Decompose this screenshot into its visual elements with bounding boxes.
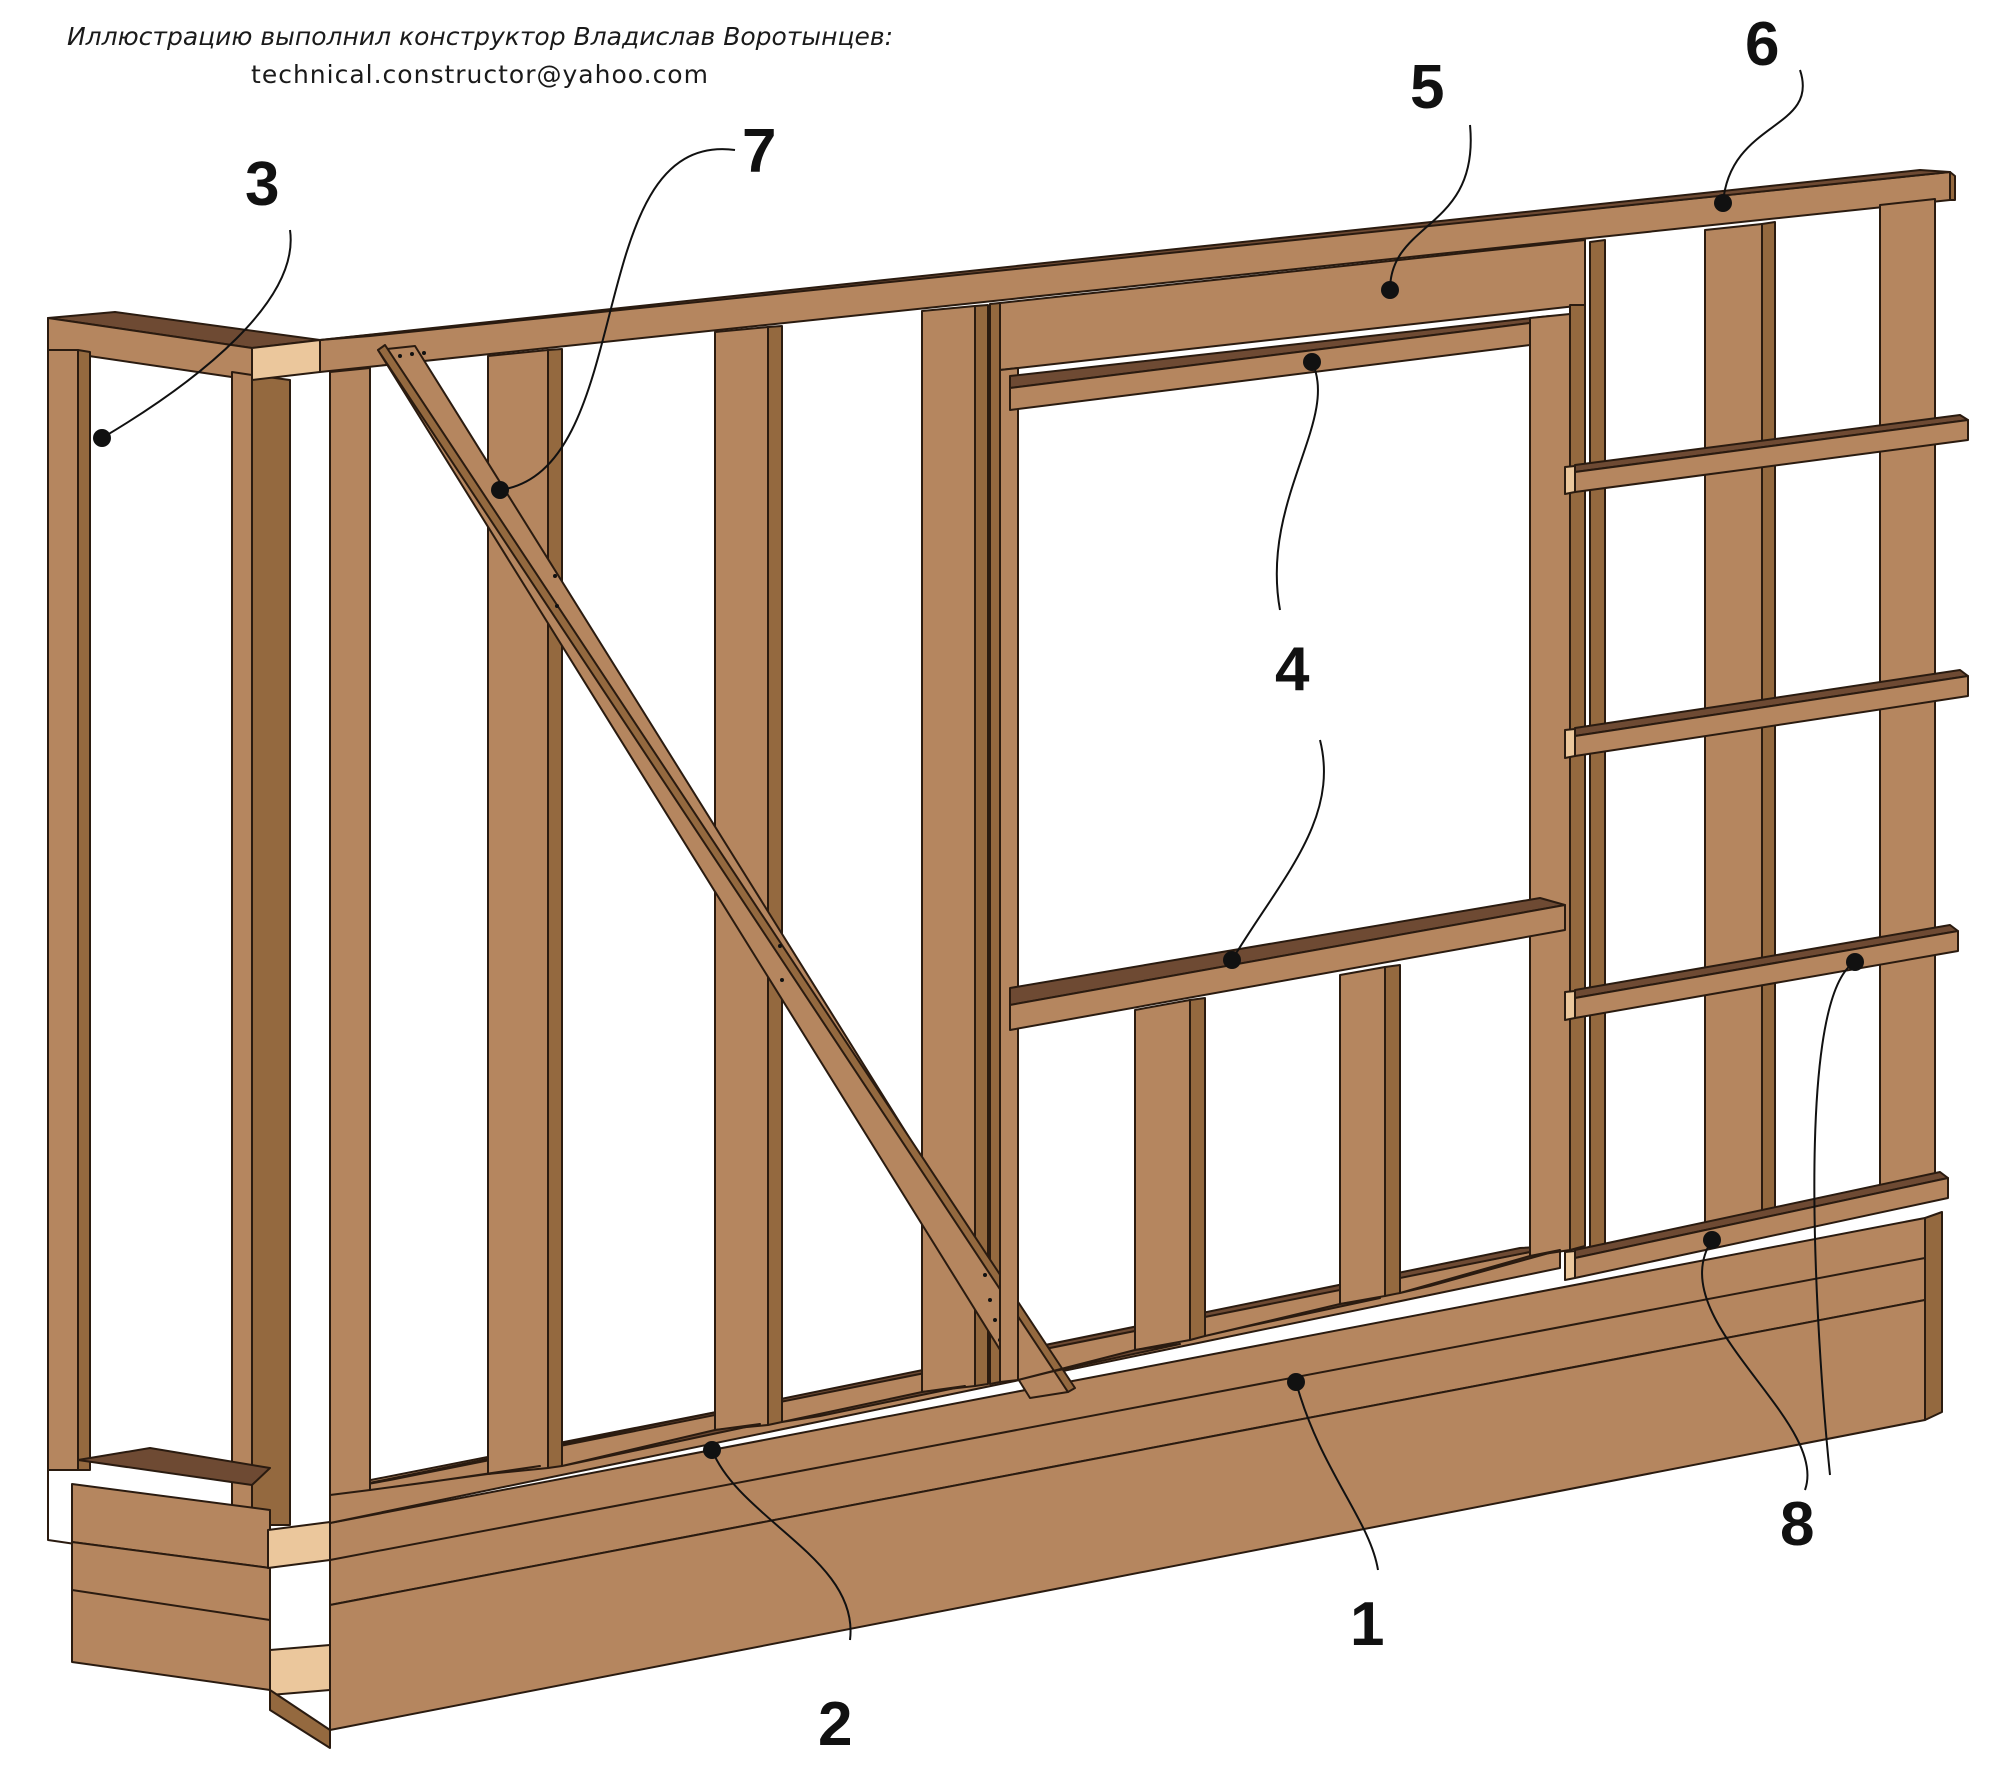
main-top-plate — [319, 169, 1956, 373]
window-section — [999, 239, 1586, 1383]
leader-lines — [101, 69, 1856, 1641]
author-email: technical.constructor@yahoo.com — [251, 60, 709, 89]
callout-dots — [93, 194, 1864, 1459]
callout-1-rim-beam: 1 — [1350, 1590, 1384, 1659]
diagonal-brace — [377, 344, 1076, 1399]
author-credit: Иллюстрацию выполнил конструктор Владисл… — [0, 18, 960, 94]
rim-beam — [269, 1211, 1943, 1749]
callout-8-battens: 8 — [1780, 1490, 1814, 1559]
left-return-wall — [47, 311, 331, 1696]
callout-2-bottom-plate: 2 — [818, 1690, 852, 1759]
author-credit-line: Иллюстрацию выполнил конструктор Владисл… — [66, 22, 894, 51]
callout-3-corner-stud: 3 — [245, 150, 279, 219]
battens — [1564, 414, 1969, 1281]
right-section — [1564, 198, 1969, 1281]
callout-6-top-plate: 6 — [1745, 10, 1779, 79]
studs-left-section — [329, 302, 1001, 1496]
callout-4-window-plate: 4 — [1275, 635, 1310, 704]
callout-7-brace: 7 — [742, 117, 776, 186]
callout-5-header: 5 — [1410, 53, 1444, 122]
